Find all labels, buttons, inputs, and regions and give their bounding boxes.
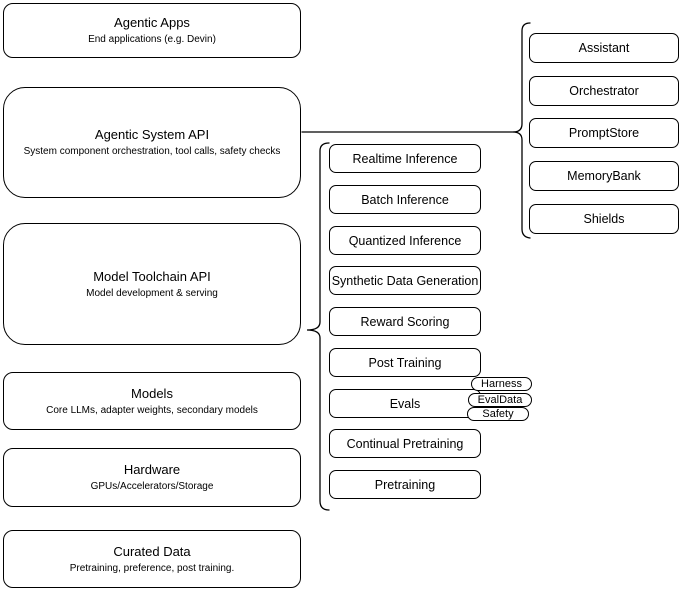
box-title: Agentic Apps <box>114 15 190 30</box>
evals-tag-harness: Harness <box>471 377 532 391</box>
component-assistant: Assistant <box>529 33 679 63</box>
toolchain-item-reward-scoring: Reward Scoring <box>329 307 481 336</box>
box-subtitle: Core LLMs, adapter weights, secondary mo… <box>46 404 258 416</box>
toolchain-brace <box>306 142 330 511</box>
box-subtitle: GPUs/Accelerators/Storage <box>90 481 214 492</box>
box-subtitle: Pretraining, preference, post training. <box>69 562 235 574</box>
toolchain-item-evals: Evals <box>329 389 481 418</box>
system-components-brace <box>512 22 531 239</box>
agentic-system-api-box: Agentic System API System component orch… <box>3 87 301 198</box>
toolchain-item-post-training: Post Training <box>329 348 481 377</box>
toolchain-item-continual-pretraining: Continual Pretraining <box>329 429 481 458</box>
box-subtitle: System component orchestration, tool cal… <box>23 146 281 157</box>
component-orchestrator: Orchestrator <box>529 76 679 106</box>
toolchain-item-synthetic-data-generation: Synthetic Data Generation <box>329 266 481 295</box>
toolchain-item-pretraining: Pretraining <box>329 470 481 499</box>
component-memorybank: MemoryBank <box>529 161 679 191</box>
box-subtitle: Model development & serving <box>86 287 218 299</box>
agentic-apps-box: Agentic Apps End applications (e.g. Devi… <box>3 3 301 58</box>
box-title: Model Toolchain API <box>93 268 211 284</box>
component-shields: Shields <box>529 204 679 234</box>
evals-tag-safety: Safety <box>467 407 529 421</box>
toolchain-item-realtime-inference: Realtime Inference <box>329 144 481 173</box>
toolchain-item-quantized-inference: Quantized Inference <box>329 226 481 255</box>
box-title: Agentic System API <box>94 127 210 142</box>
box-title: Curated Data <box>113 543 191 559</box>
box-subtitle: End applications (e.g. Devin) <box>88 34 216 45</box>
model-toolchain-api-box: Model Toolchain API Model development & … <box>3 223 301 345</box>
component-promptstore: PromptStore <box>529 118 679 148</box>
hardware-box: Hardware GPUs/Accelerators/Storage <box>3 448 301 507</box>
models-box: Models Core LLMs, adapter weights, secon… <box>3 372 301 430</box>
box-title: Models <box>131 385 173 401</box>
toolchain-item-batch-inference: Batch Inference <box>329 185 481 214</box>
curated-data-box: Curated Data Pretraining, preference, po… <box>3 530 301 588</box>
evals-tag-evaldata: EvalData <box>468 393 532 407</box>
box-title: Hardware <box>123 462 181 477</box>
